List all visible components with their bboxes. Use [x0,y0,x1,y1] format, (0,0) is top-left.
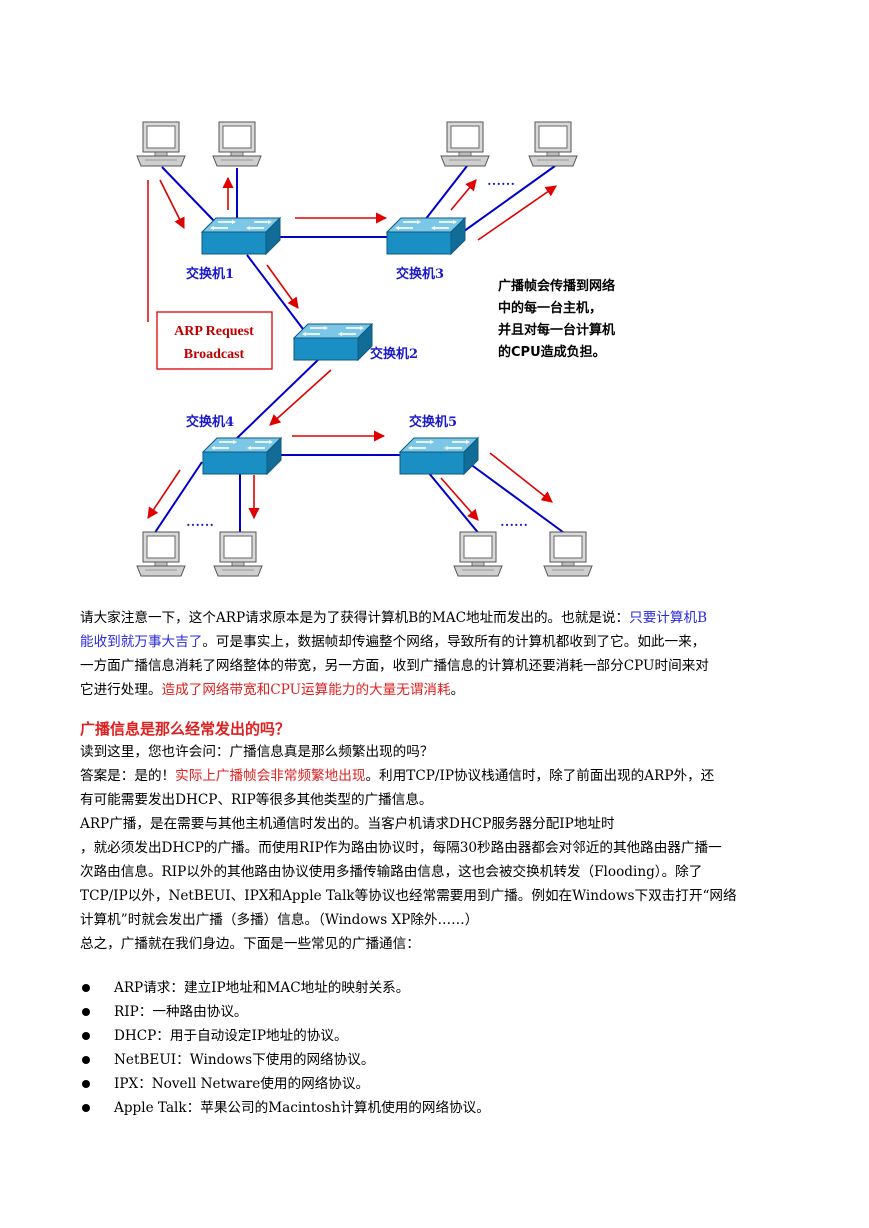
paragraph-text: 请大家注意一下，这个ARP请求原本是为了获得计算机B的MAC地址而发出的。也就是… [80,610,630,626]
body-line: 计算机”时就会发出广播（多播）信息。（Windows XP除外……） [80,912,479,928]
broadcast-list: ARP请求：建立IP地址和MAC地址的映射关系。 RIP：一种路由协议。 DHC… [82,976,490,1120]
paragraph-line: 能收到就万事大吉了。可是事实上，数据帧却传遍整个网络，导致所有的计算机都收到了它… [80,630,792,654]
body-line: TCP/IP以外，NetBEUI、IPX和Apple Talk等协议也经常需要用… [80,888,737,904]
diagram-note-line: 并且对每一台计算机 [498,322,615,338]
highlight-text: 造成了网络带宽和CPU运算能力的大量无谓消耗 [161,682,451,698]
list-item: IPX：Novell Netware使用的网络协议。 [82,1072,490,1096]
bullet-icon [82,1104,90,1112]
switch-icon-5 [399,437,479,475]
switch-label-2: 交换机2 [370,346,418,362]
paragraph-line: 它进行处理。造成了网络带宽和CPU运算能力的大量无谓消耗。 [80,678,792,702]
switch-label-3: 交换机3 [396,266,444,282]
bullet-icon [82,1032,90,1040]
paragraph-text: 它进行处理。 [80,682,162,698]
highlight-text: 能收到就万事大吉了 [80,634,203,650]
body-line: ，就必须发出DHCP的广播。而使用RIP作为路由协议时，每隔30秒路由器都会对邻… [80,840,722,856]
list-item: RIP：一种路由协议。 [82,1000,490,1024]
body-line: 总之，广播就在我们身边。下面是一些常见的广播通信： [80,936,420,952]
arp-request-box [156,311,273,370]
explanation-paragraph: 请大家注意一下，这个ARP请求原本是为了获得计算机B的MAC地址而发出的。也就是… [80,606,792,702]
broadcast-arrows [147,176,557,521]
switch-icon-1 [201,217,281,255]
arp-box-line1: ARP Request [174,324,254,339]
switch-icon-4 [202,437,282,475]
computer-icon [212,121,262,167]
paragraph-line: 一方面广播信息消耗了网络整体的带宽，另一方面，收到广播信息的计算机还要消耗一部分… [80,658,709,674]
switch-icon-3 [386,217,466,255]
more-computers-ellipsis: …… [500,515,528,530]
body-text-span: 答案是：是的！ [80,768,176,784]
paragraph-text: 。 [450,682,465,698]
arp-box-line2: Broadcast [184,347,245,362]
diagram-note-line: 中的每一台主机， [498,300,602,316]
more-computers-ellipsis: …… [487,174,515,189]
list-item: DHCP：用于自动设定IP地址的协议。 [82,1024,490,1048]
highlight-text: 实际上广播帧会非常频繁地出现 [175,768,366,784]
list-item: ARP请求：建立IP地址和MAC地址的映射关系。 [82,976,490,1000]
paragraph-line: 请大家注意一下，这个ARP请求原本是为了获得计算机B的MAC地址而发出的。也就是… [80,606,792,630]
section-heading: 广播信息是那么经常发出的吗？ [80,720,291,738]
bullet-icon [82,984,90,992]
body-line: ARP广播，是在需要与其他主机通信时发出的。当客户机请求DHCP服务器分配IP地… [80,816,615,832]
switch-icon-2 [293,323,373,361]
body-line: 读到这里，您也许会问：广播信息真是那么频繁出现的吗？ [80,744,434,760]
network-broadcast-diagram: 交换机1 交换机3 交换机2 交换机4 交换机5 …… …… …… ARP Re… [136,121,615,577]
computer-icon [453,531,503,577]
body-line: 答案是：是的！实际上广播帧会非常频繁地出现。利用TCP/IP协议栈通信时，除了前… [80,764,792,788]
computer-icon [440,121,490,167]
switch-label-1: 交换机1 [186,266,234,282]
network-links [147,165,568,541]
body-line: 有可能需要发出DHCP、RIP等很多其他类型的广播信息。 [80,792,433,808]
list-item: Apple Talk：苹果公司的Macintosh计算机使用的网络协议。 [82,1096,490,1120]
body-line: 次路由信息。RIP以外的其他路由协议使用多播传输路由信息，这也会被交换机转发（F… [80,864,703,880]
switch-label-4: 交换机4 [186,414,234,430]
list-item: NetBEUI：Windows下使用的网络协议。 [82,1048,490,1072]
paragraph-text: 。可是事实上，数据帧却传遍整个网络，导致所有的计算机都收到了它。如此一来， [202,634,706,650]
bullet-icon [82,1056,90,1064]
bullet-icon [82,1080,90,1088]
computer-icon [543,531,593,577]
highlight-text: 只要计算机B [629,610,708,626]
diagram-note-line: 的CPU造成负担。 [498,344,606,360]
bullet-icon [82,1008,90,1016]
computer-icon [528,121,578,167]
computer-icon [136,121,186,167]
computer-icon [136,531,186,577]
more-computers-ellipsis: …… [186,515,214,530]
switch-label-5: 交换机5 [409,414,457,430]
computer-icon [213,531,263,577]
body-text: 读到这里，您也许会问：广播信息真是那么频繁出现的吗？ 答案是：是的！实际上广播帧… [80,740,792,956]
body-text-span: 。利用TCP/IP协议栈通信时，除了前面出现的ARP外，还 [365,768,715,784]
diagram-note-line: 广播帧会传播到网络 [498,278,615,294]
